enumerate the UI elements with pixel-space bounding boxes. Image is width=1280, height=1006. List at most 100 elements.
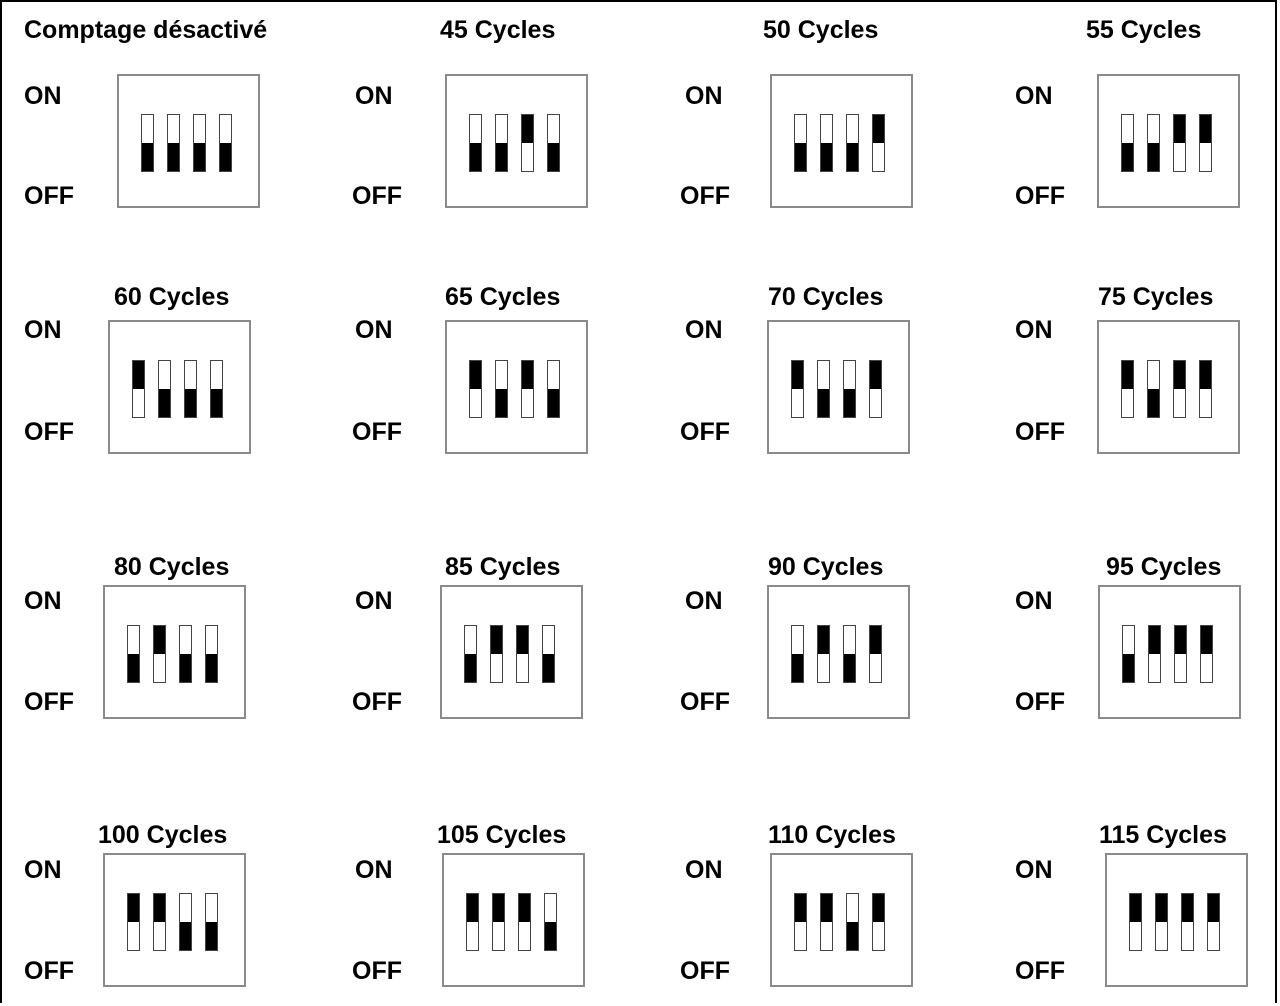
- switch-knob-on: [154, 894, 165, 922]
- dip-switch-1[interactable]: [127, 893, 140, 951]
- switch-knob-on: [873, 115, 884, 143]
- dip-switch-1[interactable]: [1129, 893, 1142, 951]
- dip-switch-3[interactable]: [184, 360, 197, 418]
- dip-switch-1[interactable]: [141, 114, 154, 172]
- switch-knob-off: [548, 389, 559, 417]
- config-title: 100 Cycles: [98, 821, 228, 849]
- switch-knob-on: [154, 626, 165, 654]
- dip-switch-3[interactable]: [193, 114, 206, 172]
- on-label: ON: [24, 856, 62, 884]
- dip-switch-4[interactable]: [205, 893, 218, 951]
- off-label: OFF: [352, 182, 402, 210]
- switch-knob-on: [873, 894, 884, 922]
- dip-switch-2[interactable]: [495, 114, 508, 172]
- switch-knob-off: [847, 143, 858, 171]
- dip-switch-1[interactable]: [127, 625, 140, 683]
- switch-knob-on: [1208, 894, 1219, 922]
- dip-switch-4[interactable]: [205, 625, 218, 683]
- switch-knob-off: [470, 143, 481, 171]
- dip-switch-4[interactable]: [547, 360, 560, 418]
- dip-switch-3[interactable]: [521, 114, 534, 172]
- dip-switch-1[interactable]: [791, 360, 804, 418]
- dip-switch-3[interactable]: [521, 360, 534, 418]
- off-label: OFF: [1015, 688, 1065, 716]
- dip-switch-1[interactable]: [791, 625, 804, 683]
- dip-switch-3[interactable]: [1173, 114, 1186, 172]
- dip-switch-2[interactable]: [495, 360, 508, 418]
- dip-switch-2[interactable]: [820, 114, 833, 172]
- dip-switch-4[interactable]: [1200, 625, 1213, 683]
- dip-switch-2[interactable]: [1147, 114, 1160, 172]
- dip-switch-2[interactable]: [158, 360, 171, 418]
- on-label: ON: [355, 856, 393, 884]
- dip-switch-3[interactable]: [846, 114, 859, 172]
- off-label: OFF: [680, 182, 730, 210]
- dip-switch-3[interactable]: [179, 893, 192, 951]
- switch-knob-off: [220, 143, 231, 171]
- dip-switch-1[interactable]: [469, 114, 482, 172]
- dip-switch-3[interactable]: [516, 625, 529, 683]
- switch-knob-off: [543, 654, 554, 682]
- dip-switch-1[interactable]: [1121, 114, 1134, 172]
- switch-knob-on: [795, 894, 806, 922]
- dip-switch-4[interactable]: [210, 360, 223, 418]
- dip-switch-1[interactable]: [1121, 360, 1134, 418]
- switch-knob-off: [1148, 389, 1159, 417]
- on-label: ON: [24, 82, 62, 110]
- dip-switch-2[interactable]: [1147, 360, 1160, 418]
- switch-knob-off: [847, 922, 858, 950]
- off-label: OFF: [352, 688, 402, 716]
- dip-switch-1[interactable]: [466, 893, 479, 951]
- dip-switch-2[interactable]: [153, 893, 166, 951]
- switch-knob-off: [795, 143, 806, 171]
- dip-switch-1[interactable]: [464, 625, 477, 683]
- dip-switch-block: [1097, 320, 1240, 454]
- dip-switch-4[interactable]: [219, 114, 232, 172]
- switch-knob-off: [844, 654, 855, 682]
- dip-switch-3[interactable]: [843, 625, 856, 683]
- dip-switch-3[interactable]: [843, 360, 856, 418]
- dip-switch-3[interactable]: [179, 625, 192, 683]
- dip-switch-3[interactable]: [846, 893, 859, 951]
- dip-switch-1[interactable]: [1122, 625, 1135, 683]
- switch-knob-on: [491, 626, 502, 654]
- switch-knob-off: [1122, 143, 1133, 171]
- dip-switch-2[interactable]: [817, 625, 830, 683]
- dip-switch-2[interactable]: [153, 625, 166, 683]
- dip-switch-3[interactable]: [1173, 360, 1186, 418]
- dip-switch-2[interactable]: [490, 625, 503, 683]
- switch-knob-off: [548, 143, 559, 171]
- dip-switch-1[interactable]: [794, 893, 807, 951]
- dip-switch-block: [442, 853, 585, 987]
- dip-switch-2[interactable]: [167, 114, 180, 172]
- dip-switch-4[interactable]: [872, 114, 885, 172]
- dip-switch-4[interactable]: [872, 893, 885, 951]
- switch-knob-on: [821, 894, 832, 922]
- switch-knob-off: [206, 654, 217, 682]
- dip-switch-2[interactable]: [817, 360, 830, 418]
- dip-switch-3[interactable]: [1174, 625, 1187, 683]
- off-label: OFF: [24, 957, 74, 985]
- dip-switch-2[interactable]: [820, 893, 833, 951]
- dip-switch-4[interactable]: [1207, 893, 1220, 951]
- dip-switch-2[interactable]: [492, 893, 505, 951]
- dip-switch-1[interactable]: [469, 360, 482, 418]
- dip-switch-4[interactable]: [1199, 114, 1212, 172]
- dip-switch-2[interactable]: [1155, 893, 1168, 951]
- dip-switch-1[interactable]: [794, 114, 807, 172]
- config-title: 75 Cycles: [1098, 283, 1214, 311]
- dip-switch-3[interactable]: [518, 893, 531, 951]
- dip-switch-1[interactable]: [132, 360, 145, 418]
- dip-switch-4[interactable]: [869, 625, 882, 683]
- dip-switch-4[interactable]: [869, 360, 882, 418]
- dip-switch-3[interactable]: [1181, 893, 1194, 951]
- dip-switch-4[interactable]: [542, 625, 555, 683]
- switch-knob-off: [844, 389, 855, 417]
- switch-knob-on: [1175, 626, 1186, 654]
- dip-switch-4[interactable]: [1199, 360, 1212, 418]
- switch-knob-off: [465, 654, 476, 682]
- dip-switch-4[interactable]: [544, 893, 557, 951]
- dip-switch-2[interactable]: [1148, 625, 1161, 683]
- dip-switch-4[interactable]: [547, 114, 560, 172]
